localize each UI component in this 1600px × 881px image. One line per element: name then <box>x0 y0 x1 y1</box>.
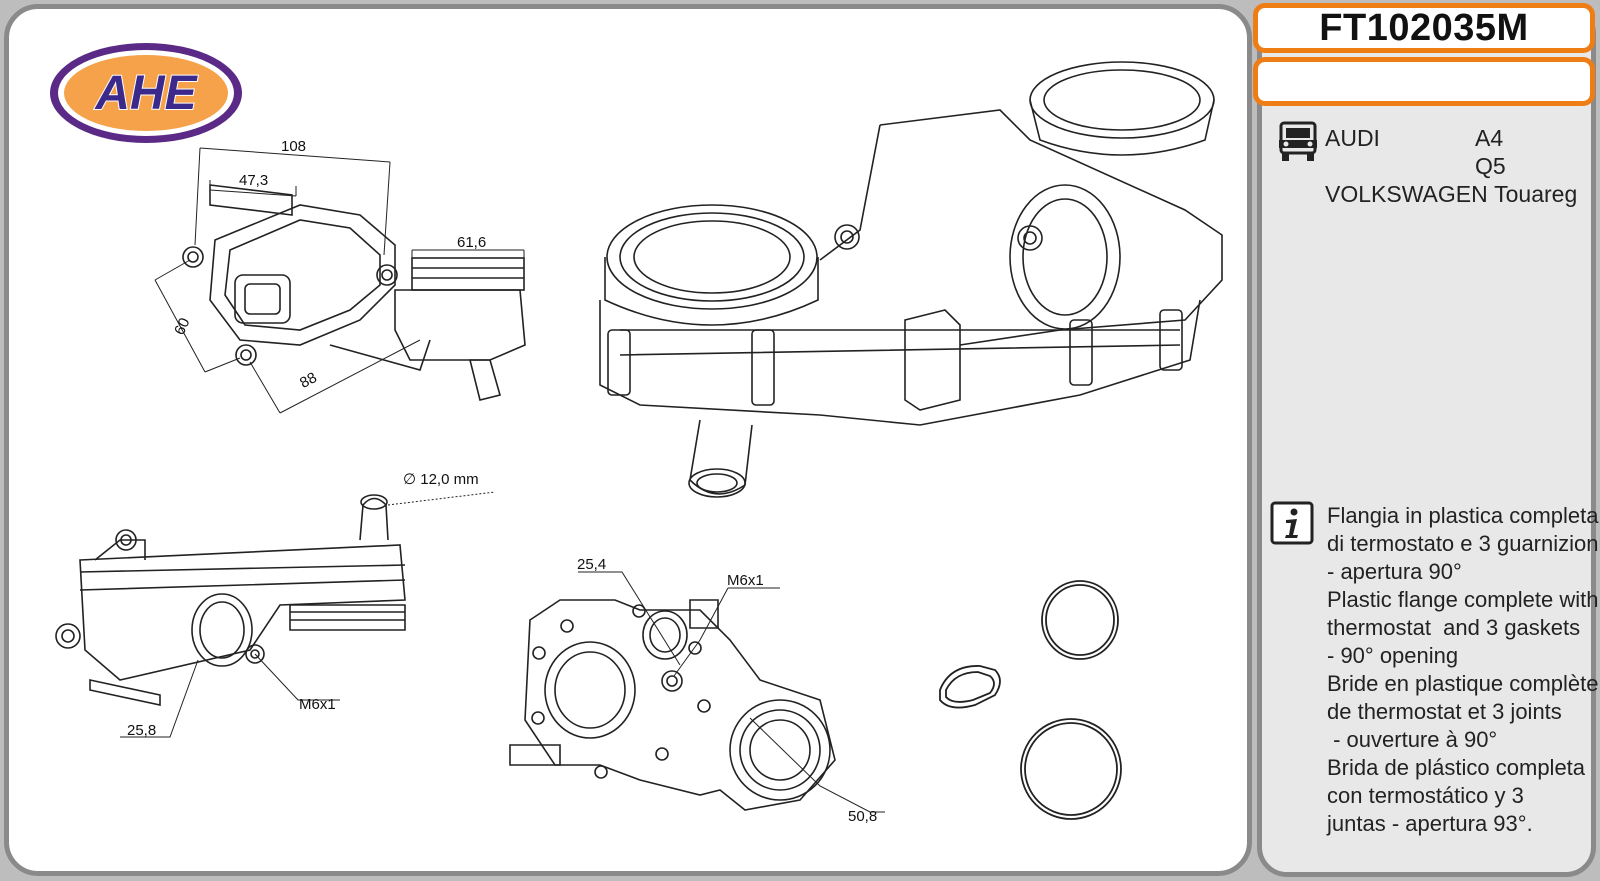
vehicle-model: A4 <box>1475 125 1504 151</box>
vehicle-model: Q5 <box>1475 153 1506 179</box>
description-line: con termostático y 3 <box>1327 783 1524 808</box>
dimension-47-3: 47,3 <box>239 172 269 189</box>
dimension-25-8: 25,8 <box>127 722 157 739</box>
part-view-top-left <box>182 184 526 401</box>
vehicle-make: AUDI <box>1325 125 1380 151</box>
part-view-bottom-center <box>509 599 836 811</box>
ahe-logo: AHE <box>50 43 242 143</box>
dimension-61-6: 61,6 <box>457 234 487 251</box>
description-line: - 90° opening <box>1327 643 1459 668</box>
gaskets <box>939 580 1122 820</box>
description-line: de thermostat et 3 joints <box>1327 699 1562 724</box>
dimension-lines-bottom-left <box>120 491 496 738</box>
vehicle-row: AUDI A4 <box>1325 124 1585 152</box>
part-view-main <box>599 61 1223 498</box>
description-line: juntas - apertura 93°. <box>1327 811 1533 836</box>
secondary-code-box <box>1253 57 1595 106</box>
description-line: Bride en plastique complète <box>1327 671 1599 696</box>
dimension-lines-top-left <box>154 147 525 414</box>
part-view-bottom-left <box>55 494 406 706</box>
dimension-m6x1-right: M6x1 <box>727 572 764 589</box>
vehicle-make: VOLKSWAGEN <box>1325 181 1488 207</box>
svg-text:AHE: AHE <box>94 67 198 120</box>
product-description: Flangia in plastica completa di termosta… <box>1327 502 1600 838</box>
vehicle-list: AUDI A4 Q5 VOLKSWAGEN Touareg <box>1325 124 1585 208</box>
dimension-25-4: 25,4 <box>577 556 607 573</box>
description-line: - ouverture à 90° <box>1327 727 1498 752</box>
description-line: Flangia in plastica completa <box>1327 503 1599 528</box>
dimension-m6x1-left: M6x1 <box>299 696 336 713</box>
vehicle-make-empty <box>1325 152 1475 180</box>
description-line: Plastic flange complete with <box>1327 587 1599 612</box>
product-code: FT102035M <box>1253 3 1595 53</box>
vehicle-row: Q5 <box>1325 152 1585 180</box>
dimension-lines-bottom-center <box>578 571 885 813</box>
vehicle-model: Touareg <box>1494 181 1578 207</box>
description-line: - apertura 90° <box>1327 559 1462 584</box>
description-line: Brida de plástico completa <box>1327 755 1586 780</box>
dimension-50-8: 50,8 <box>848 808 878 825</box>
dimension-12mm: ∅ 12,0 mm <box>403 471 479 488</box>
description-line: di termostato e 3 guarnizioni <box>1327 531 1600 556</box>
truck-front-icon <box>1279 121 1317 161</box>
vehicle-row: VOLKSWAGEN Touareg <box>1325 180 1585 208</box>
description-line: thermostat and 3 gaskets <box>1327 615 1581 640</box>
dimension-108: 108 <box>281 138 307 155</box>
info-icon <box>1270 501 1314 545</box>
